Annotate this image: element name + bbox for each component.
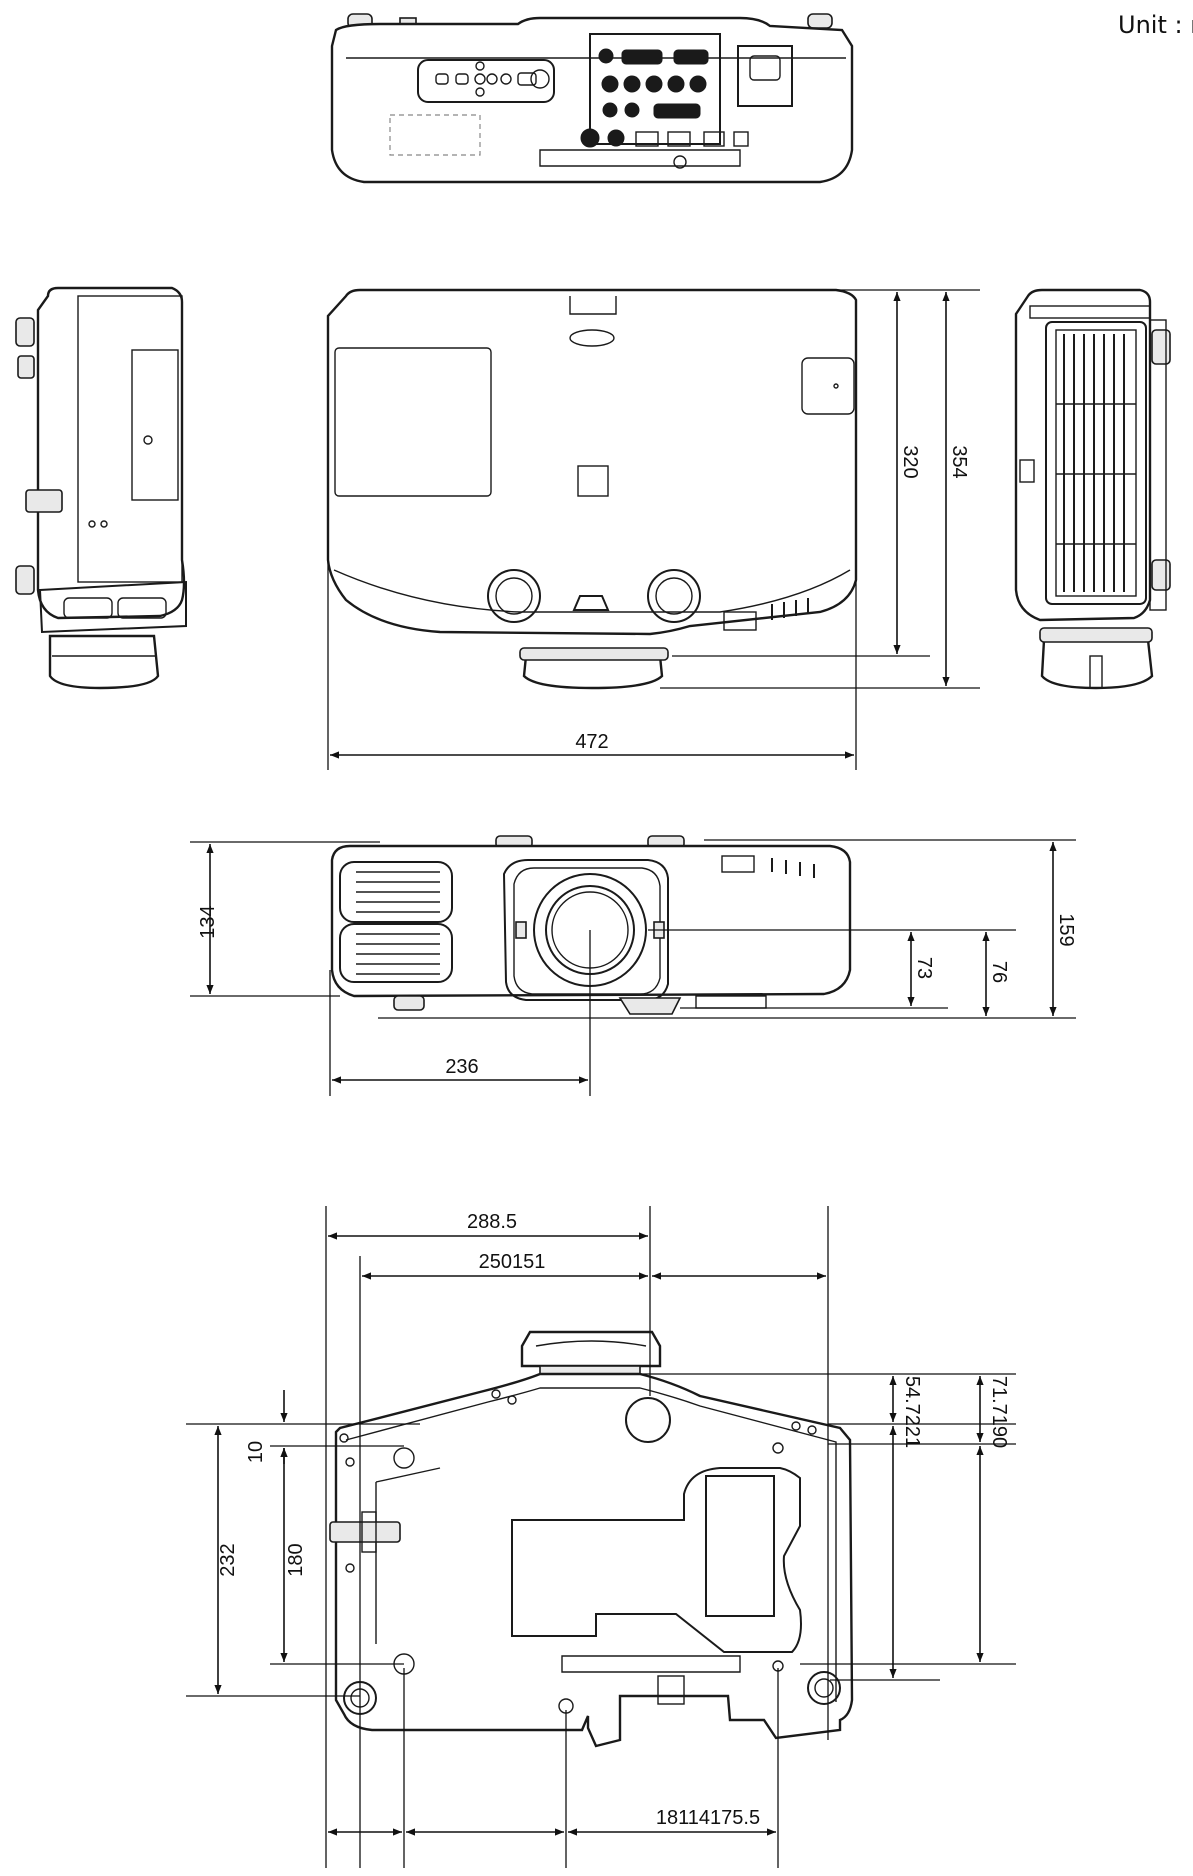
top-view-dimensions: 472 320 354 — [327, 289, 980, 770]
dim-depth-body: 320 — [899, 445, 921, 478]
dim-width: 472 — [575, 731, 608, 753]
dim-right-upper: 54.7221 — [901, 1376, 923, 1448]
left-side-view — [15, 286, 187, 690]
dim-right-outer: 71.7190 — [988, 1376, 1010, 1448]
top-view — [326, 288, 858, 690]
dim-height-total: 159 — [1055, 913, 1077, 946]
dim-lens-height-a: 73 — [913, 957, 935, 979]
front-view — [330, 835, 852, 1015]
dim-bottom-chain: 18114175.5 — [656, 1807, 760, 1829]
rear-view — [330, 13, 854, 184]
dim-depth-total: 354 — [948, 445, 970, 478]
dim-left-small: 10 — [245, 1441, 267, 1463]
dim-left-outer: 232 — [217, 1543, 239, 1576]
unit-label: Unit : r — [1118, 11, 1193, 39]
bottom-view-dimensions: 288.5 250151 10 180 232 54.7221 71.7190 … — [186, 1206, 1016, 1868]
front-view-dimensions: 134 159 73 76 236 — [190, 839, 1077, 1096]
dim-top-outer: 288.5 — [467, 1211, 517, 1233]
right-side-view — [1014, 288, 1171, 690]
dim-top-inner: 250151 — [479, 1251, 546, 1273]
dim-left-inner: 180 — [285, 1543, 307, 1576]
dim-lens-height-b: 76 — [988, 961, 1010, 983]
bottom-view — [329, 1330, 854, 1748]
dim-height-body: 134 — [197, 905, 219, 938]
dim-lens-offset: 236 — [445, 1056, 478, 1078]
